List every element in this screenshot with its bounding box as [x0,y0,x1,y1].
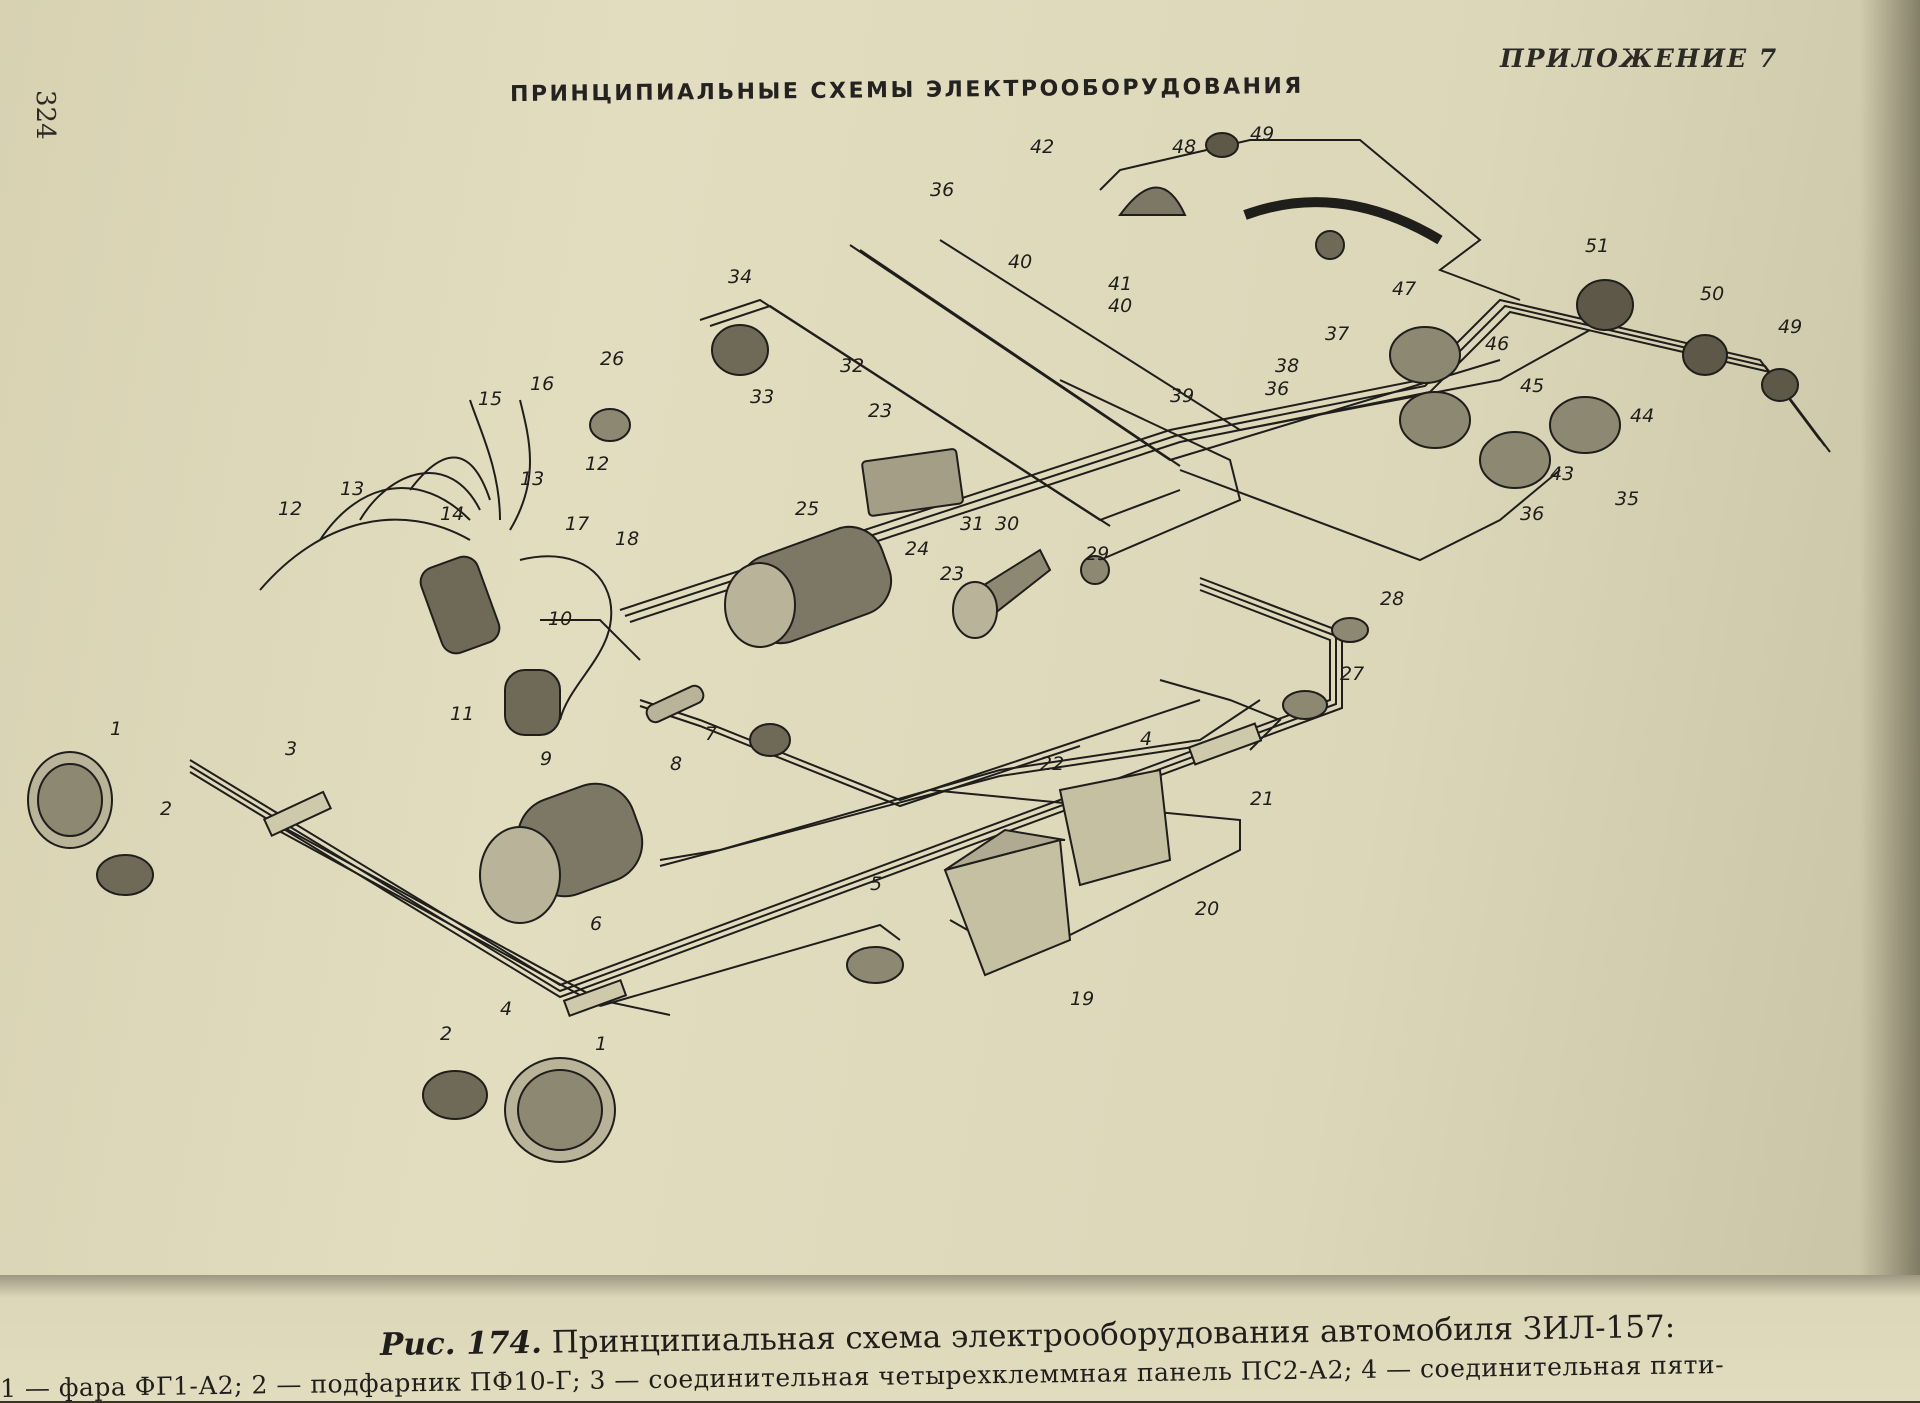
callout-6: 6 [590,913,602,935]
batteries [943,768,1172,977]
callout-43: 43 [1550,463,1574,485]
next-page [0,1275,1920,1401]
sidelamp-left [96,854,154,896]
callout-9: 9 [540,748,552,770]
callout-36b: 36 [1265,378,1289,400]
ignition-coil [504,669,561,736]
sidelamp-right [422,1070,488,1120]
rear-lamps [1205,132,1799,402]
stop-switch-5 [846,946,904,984]
callout-47: 47 [1392,278,1416,300]
sender-8 [645,684,705,724]
callout-10: 10 [548,608,572,630]
callout-30: 30 [995,513,1019,535]
callout-26: 26 [600,348,624,370]
callout-41: 41 [1108,273,1132,295]
callout-21: 21 [1250,788,1274,810]
book-page [0,0,1920,1290]
wiring-diagram: 1 1 2 2 3 4 4 5 6 7 8 9 10 11 12 12 13 1… [27,123,1831,1163]
callout-40b: 40 [1108,295,1132,317]
harness-dash [699,139,1591,562]
callout-2: 2 [160,798,172,820]
callout-8: 8 [670,753,682,775]
callout-36c: 36 [1520,503,1544,525]
callout-4: 4 [500,998,512,1020]
callout-37: 37 [1325,323,1349,345]
callout-11: 11 [450,703,474,725]
headlamp-left [27,751,113,849]
callout-17: 17 [565,513,589,535]
callout-12b: 12 [585,453,609,475]
callout-50: 50 [1700,283,1724,305]
callout-25: 25 [795,498,819,520]
callout-28: 28 [1380,588,1404,610]
callout-40: 40 [1008,251,1032,273]
dome-lamp [1118,186,1187,216]
callout-49: 49 [1250,123,1274,145]
terminal-panel-3 [262,790,333,838]
lamp-26 [589,408,631,442]
callout-45: 45 [1520,375,1544,397]
callout-27: 27 [1340,663,1364,685]
callout-13b: 13 [520,468,544,490]
callout-16: 16 [530,373,554,395]
page-spine-shadow [1860,0,1920,1290]
steering-wheel-horn-ring [1243,197,1443,260]
callout-12: 12 [278,498,302,520]
socket-29 [1080,555,1110,585]
callout-29: 29 [1085,543,1109,565]
callout-46: 46 [1485,333,1509,355]
instrument-gauges [1389,326,1621,489]
figure-number: Рис. 174. [379,1324,543,1364]
ignition-wires [259,399,641,721]
callout-20: 20 [1195,898,1219,920]
callout-1b: 1 [595,1033,607,1055]
callout-44: 44 [1630,405,1654,427]
voltage-regulator [861,448,964,517]
callout-14: 14 [440,503,464,525]
callout-35: 35 [1615,488,1639,510]
callout-38: 38 [1275,355,1299,377]
horn [952,548,1052,639]
callout-48: 48 [1172,136,1196,158]
callout-2b: 2 [440,1023,452,1045]
callout-36: 36 [930,179,954,201]
callout-19: 19 [1070,988,1094,1010]
callout-51: 51 [1585,235,1609,257]
callout-22: 22 [1040,753,1064,775]
harness-lower [639,679,1282,962]
callout-39: 39 [1170,385,1194,407]
callout-7: 7 [705,723,717,745]
callout-labels: 1 1 2 2 3 4 4 5 6 7 8 9 10 11 12 12 13 1… [110,123,1802,1055]
callout-24: 24 [905,538,929,560]
switch-27 [1282,690,1328,720]
switch-28 [1331,617,1369,643]
callout-4b: 4 [1140,728,1152,750]
callout-31: 31 [960,513,984,535]
callout-5: 5 [870,873,882,895]
oil-pressure-sender-7 [749,723,791,757]
distributor [419,555,501,655]
callout-15: 15 [478,388,502,410]
terminal-panel-4-lower [562,978,628,1018]
terminal-panel-4-upper [1187,722,1263,766]
callout-3: 3 [285,738,297,760]
callout-49b: 49 [1778,316,1802,338]
callout-32: 32 [840,355,864,377]
appendix-heading: ПРИЛОЖЕНИЕ 7 [1500,44,1779,73]
callout-33: 33 [750,386,774,408]
callout-34: 34 [728,266,752,288]
callout-1: 1 [110,718,122,740]
starter [724,525,893,648]
callout-13: 13 [340,478,364,500]
switch-34 [711,324,769,376]
callout-23b: 23 [940,563,964,585]
headlamp-right [504,1057,616,1163]
callout-42: 42 [1030,136,1054,158]
callout-18: 18 [615,528,639,550]
generator [479,782,644,924]
callout-23: 23 [868,400,892,422]
